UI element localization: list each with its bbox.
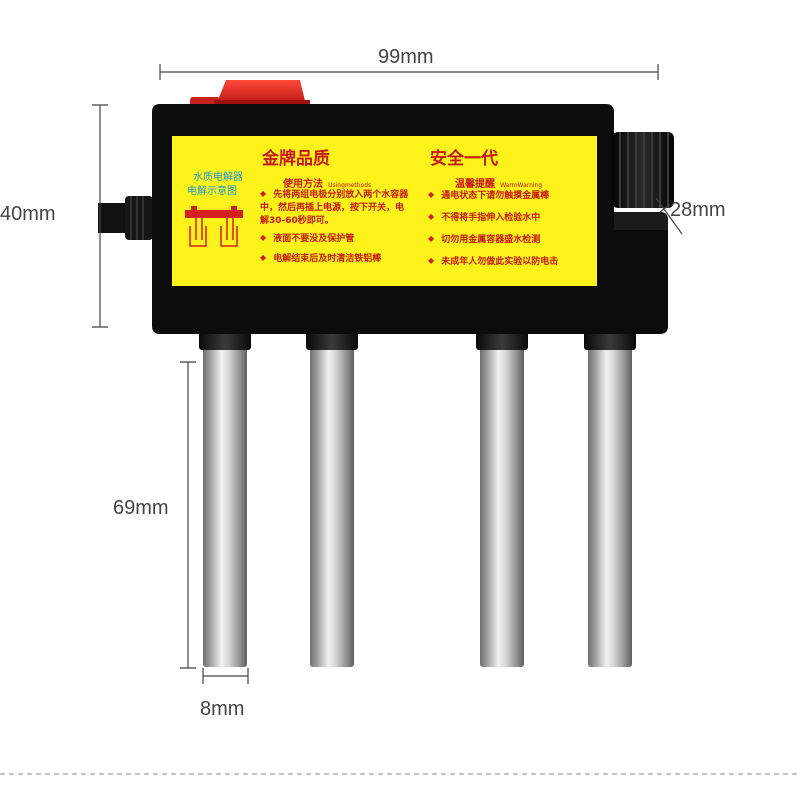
electrode-diameter-dimension: 8mm xyxy=(200,698,245,720)
diagram-title-2: 电解示意图 xyxy=(187,186,237,197)
warning-list: 通电状态下请勿触摸金属棒 不得将手指伸入检验水中 切勿用金属容器盛水检测 未成年… xyxy=(428,189,593,269)
warning-heading-cn: 温馨提醒 xyxy=(455,179,495,190)
warning-item: 切勿用金属容器盛水检测 xyxy=(428,233,593,247)
usage-heading: 使用方法 Usingmethods xyxy=(283,172,371,191)
warning-item: 未成年人勿做此实验以防电击 xyxy=(428,255,593,269)
diagram-title-1: 水质电解器 xyxy=(193,172,243,183)
height-dimension: 40mm xyxy=(0,203,56,225)
electrode-rods xyxy=(199,330,636,667)
warning-item: 不得将手指伸入检验水中 xyxy=(428,211,593,225)
usage-list: 先将两组电极分别放入两个水容器中，然后再插上电源，按下开关，电解30-60秒即可… xyxy=(260,188,410,266)
sticker-title-right: 安全一代 xyxy=(430,149,498,169)
adjust-knob xyxy=(612,132,674,208)
usage-heading-en: Usingmethods xyxy=(328,182,372,189)
cap-depth-dimension: 28mm xyxy=(670,199,726,221)
warning-heading-en: WarmWarning xyxy=(500,182,543,189)
usage-heading-cn: 使用方法 xyxy=(283,179,323,190)
warning-item: 通电状态下请勿触摸金属棒 xyxy=(428,189,593,203)
usage-item: 电解结束后及时清洁铁铝棒 xyxy=(260,252,410,266)
warning-heading: 温馨提醒 WarmWarning xyxy=(455,172,542,191)
dimension-lines xyxy=(0,64,800,775)
width-dimension: 99mm xyxy=(378,46,434,68)
sticker-title-left: 金牌品质 xyxy=(262,149,330,169)
electrode-length-dimension: 69mm xyxy=(113,497,169,519)
usage-item: 先将两组电极分别放入两个水容器中，然后再插上电源，按下开关，电解30-60秒即可… xyxy=(260,188,410,228)
power-cord xyxy=(98,196,153,240)
usage-item: 液面不要没及保护管 xyxy=(260,232,410,246)
electrolysis-diagram xyxy=(185,206,243,247)
